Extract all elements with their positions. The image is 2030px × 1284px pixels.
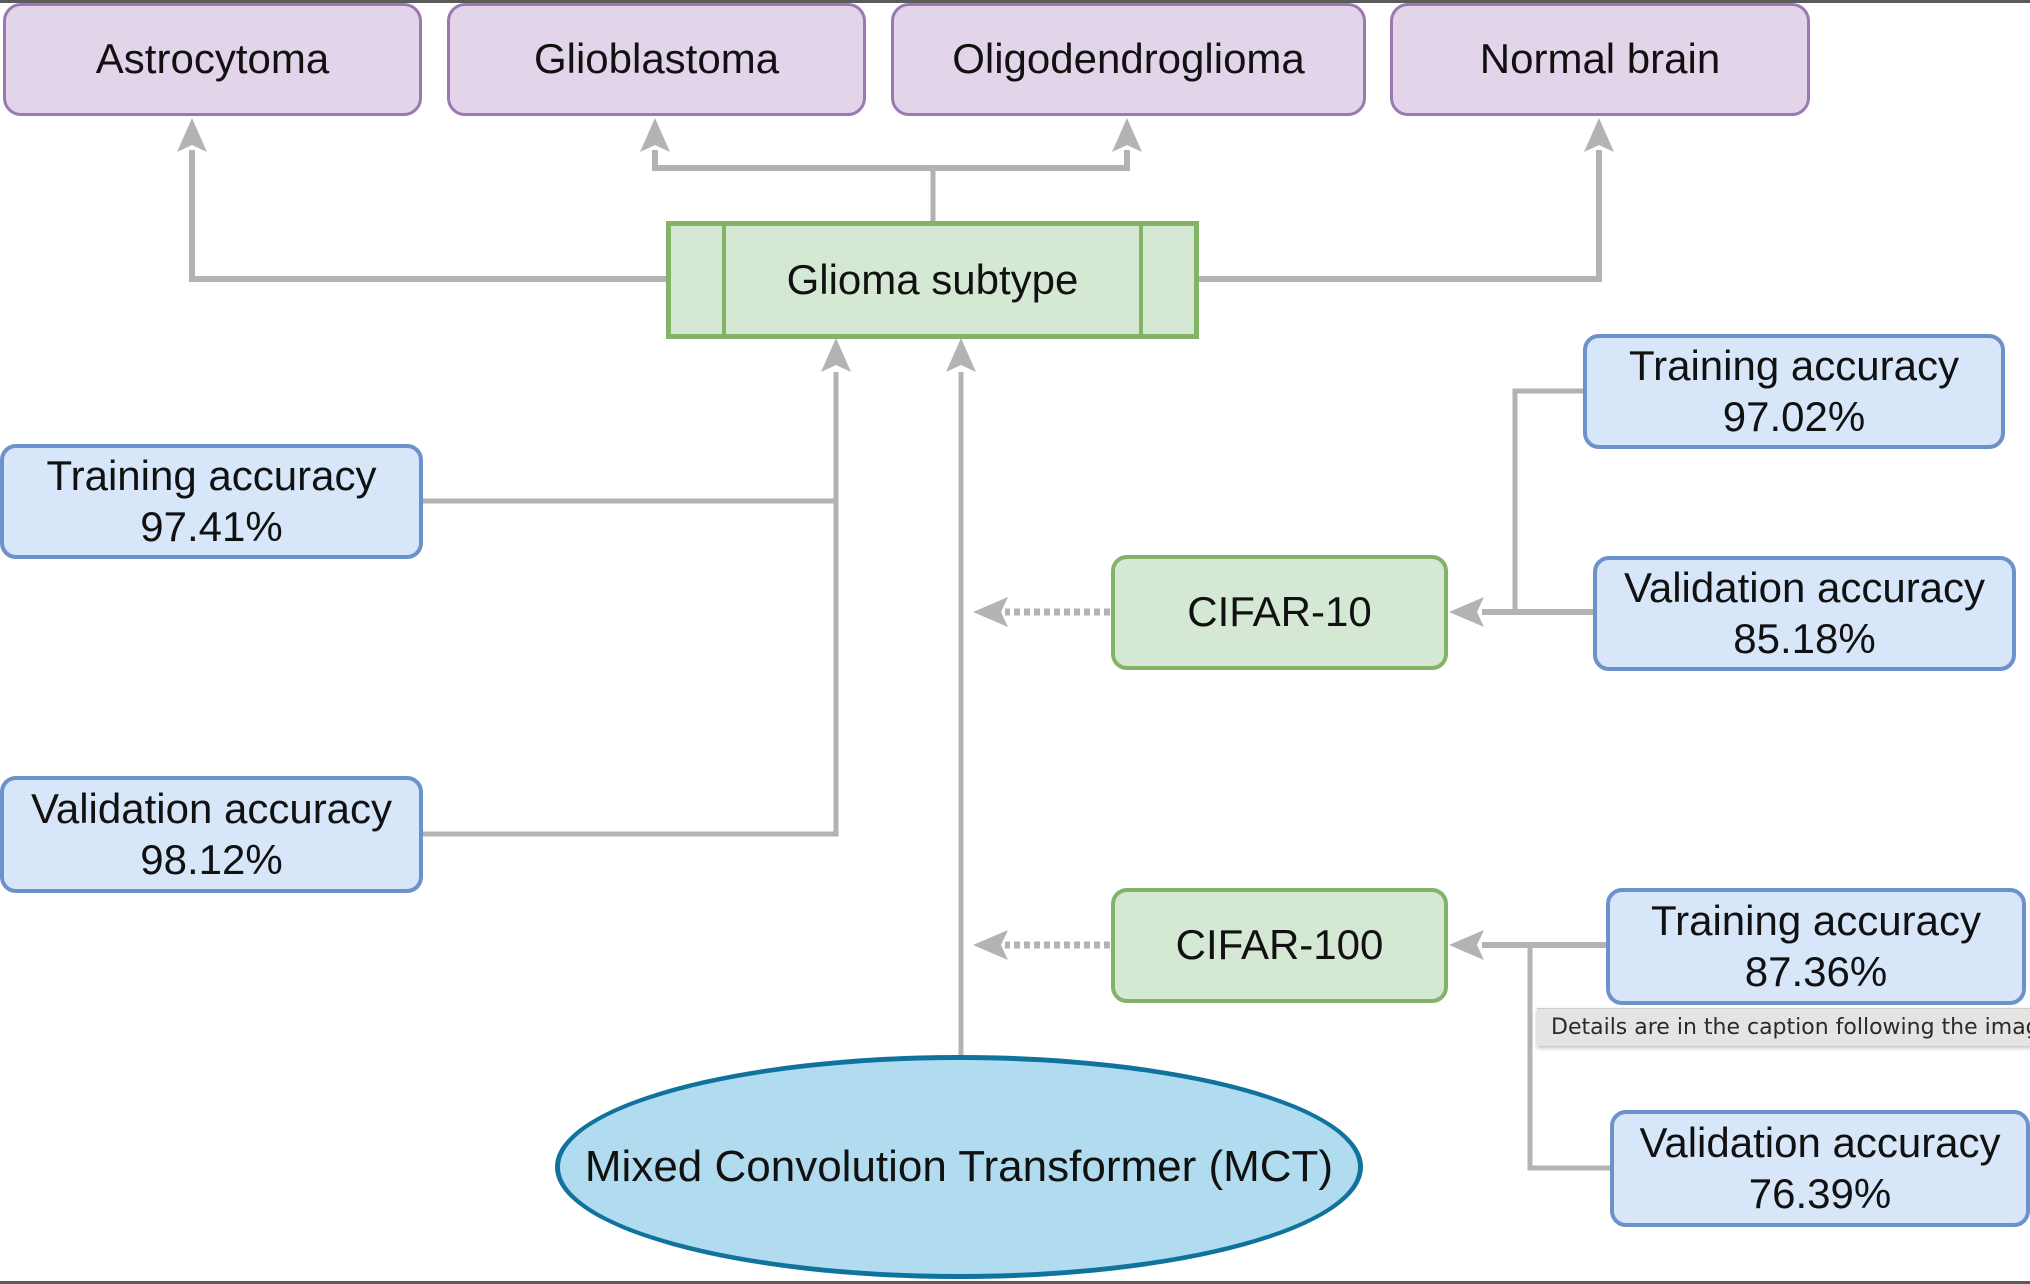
glioma-validation-accuracy: Validation accuracy 98.12%: [0, 776, 423, 893]
connector-glioma-glioblastoma: [652, 150, 933, 171]
window-bottom-edge: [0, 1281, 2030, 1284]
cifar100-training-accuracy: Training accuracy 87.36%: [1606, 888, 2026, 1005]
window-top-edge: [0, 0, 2030, 3]
arrowhead-oligodendroglioma: [1112, 118, 1142, 152]
glioma-training-accuracy: Training accuracy 97.41%: [0, 444, 423, 559]
output-label: Normal brain: [1479, 35, 1721, 83]
output-label: Glioblastoma: [533, 35, 780, 83]
metric-value: 87.36%: [1744, 947, 1888, 995]
dataset-label: CIFAR-10: [1187, 588, 1372, 636]
output-oligodendroglioma: Oligodendroglioma: [891, 3, 1366, 116]
output-label: Astrocytoma: [95, 35, 330, 83]
cifar100-validation-accuracy: Validation accuracy 76.39%: [1610, 1110, 2030, 1227]
output-normal-brain: Normal brain: [1390, 3, 1810, 116]
process-divider-right: [1139, 226, 1143, 334]
metric-label: Training accuracy: [1651, 897, 1981, 945]
connector-cifar10-training: [1512, 388, 1583, 612]
model-label: Mixed Convolution Transformer (MCT): [584, 1141, 1334, 1191]
output-label: Oligodendroglioma: [952, 35, 1305, 83]
dataset-cifar10: CIFAR-10: [1111, 555, 1448, 670]
arrowhead-glioma-metrics: [821, 338, 851, 372]
arrowhead-normal-brain: [1584, 118, 1614, 152]
metric-label: Validation accuracy: [1623, 564, 1986, 612]
connector-cifar100-validation: [1527, 945, 1610, 1171]
metric-label: Validation accuracy: [30, 785, 393, 833]
model-mct-node: Mixed Convolution Transformer (MCT): [555, 1055, 1363, 1279]
metric-value: 98.12%: [140, 835, 283, 883]
cifar10-validation-accuracy: Validation accuracy 85.18%: [1593, 556, 2016, 671]
output-glioblastoma: Glioblastoma: [447, 3, 866, 116]
dataset-cifar100: CIFAR-100: [1111, 888, 1448, 1003]
cifar10-training-accuracy: Training accuracy 97.02%: [1583, 334, 2005, 449]
connector-glioma-oligodendroglioma: [933, 150, 1130, 171]
dataset-label: CIFAR-100: [1175, 921, 1384, 969]
metric-value: 76.39%: [1748, 1169, 1892, 1217]
arrowhead-dotted-cifar100: [973, 930, 1008, 960]
connector-glioma-astrocytoma: [189, 150, 666, 282]
arrowhead-mct-glioma: [946, 338, 976, 372]
metric-value: 97.41%: [140, 502, 283, 550]
metric-label: Training accuracy: [1629, 342, 1959, 390]
arrowhead-astrocytoma: [177, 118, 207, 152]
output-astrocytoma: Astrocytoma: [3, 3, 422, 116]
glioma-subtype-label: Glioma subtype: [786, 255, 1079, 303]
image-tooltip: Details are in the caption following the…: [1537, 1008, 2030, 1046]
glioma-subtype-node: Glioma subtype: [666, 221, 1199, 339]
arrowhead-cifar100: [1449, 930, 1484, 960]
connector-glioma-validation: [423, 372, 839, 837]
arrowhead-cifar10: [1449, 597, 1484, 627]
process-divider-left: [722, 226, 726, 334]
arrowhead-glioblastoma: [640, 118, 670, 152]
metric-value: 97.02%: [1722, 392, 1866, 440]
arrowhead-dotted-cifar10: [973, 597, 1008, 627]
metric-value: 85.18%: [1733, 614, 1876, 662]
connector-glioma-normal-brain: [1199, 150, 1602, 282]
metric-label: Training accuracy: [46, 452, 377, 500]
metric-label: Validation accuracy: [1639, 1119, 2001, 1167]
